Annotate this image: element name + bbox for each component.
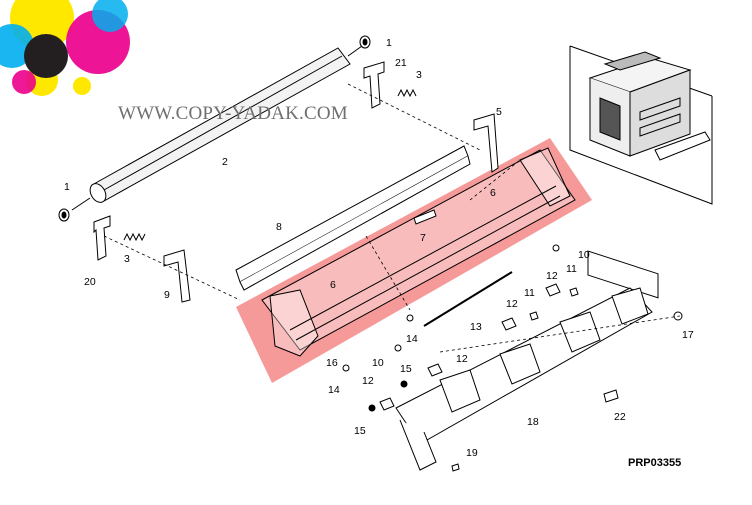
callout-9: 9 [164,289,170,301]
roller-2 [71,45,363,211]
logo-cyan-circle-small [92,0,128,32]
callout-12-mid: 12 [506,298,518,310]
callout-11-right: 11 [566,263,577,275]
callout-8: 8 [276,221,282,233]
callout-15-lower: 15 [354,425,366,437]
logo-magenta-circle-small [12,70,36,94]
spring-3-left [123,232,146,242]
callout-2: 2 [222,156,228,168]
lever-20 [93,215,111,261]
bushing-1-top [359,35,371,49]
callout-3-top: 3 [416,69,422,81]
callout-19: 19 [466,447,478,459]
callout-labels: 1 21 3 5 2 1 6 7 8 3 20 9 6 10 11 12 11 … [64,37,694,459]
callout-1-left: 1 [64,181,70,193]
logo-circles [0,0,130,96]
callout-17: 17 [682,329,694,341]
callout-15-mid: 15 [400,363,412,375]
callout-10-mid: 10 [372,357,384,369]
callout-12-lower: 12 [456,353,468,365]
lever-21 [363,61,385,109]
bushing-1-left [58,208,70,222]
callout-5: 5 [496,106,502,118]
bracket-5 [473,113,499,173]
callout-1-top: 1 [386,37,392,49]
logo-yellow-circle-right [73,77,91,95]
callout-13: 13 [470,321,482,333]
callout-20: 20 [84,276,96,288]
callout-14-mid: 14 [406,333,418,345]
strip-13 [423,271,513,327]
bracket-9 [163,249,191,303]
small-parts [342,209,683,472]
guide-frame [261,147,576,357]
callout-10-right: 10 [578,249,590,261]
highlight-region [236,138,592,383]
callout-14-lower: 14 [328,384,340,396]
spring-3-top [397,88,417,98]
logo-black-circle [24,34,68,78]
callout-22: 22 [614,411,626,423]
callout-21: 21 [395,57,407,69]
plate-8 [235,145,471,291]
watermark-text: WWW.COPY-YADAK.COM [118,103,348,124]
callout-18: 18 [527,416,539,428]
callout-6-top: 6 [490,187,496,199]
lower-guide-18 [395,287,653,471]
callout-12-right: 12 [546,270,558,282]
callout-7: 7 [420,232,426,244]
printer-inset [569,45,713,299]
callout-6-mid: 6 [330,279,336,291]
callout-11-mid: 11 [524,287,535,299]
callout-12-left: 12 [362,375,374,387]
leader-lines [103,83,681,353]
callout-16: 16 [326,357,338,369]
callout-3-left: 3 [124,253,130,265]
diagram-code: PRP03355 [628,457,682,469]
